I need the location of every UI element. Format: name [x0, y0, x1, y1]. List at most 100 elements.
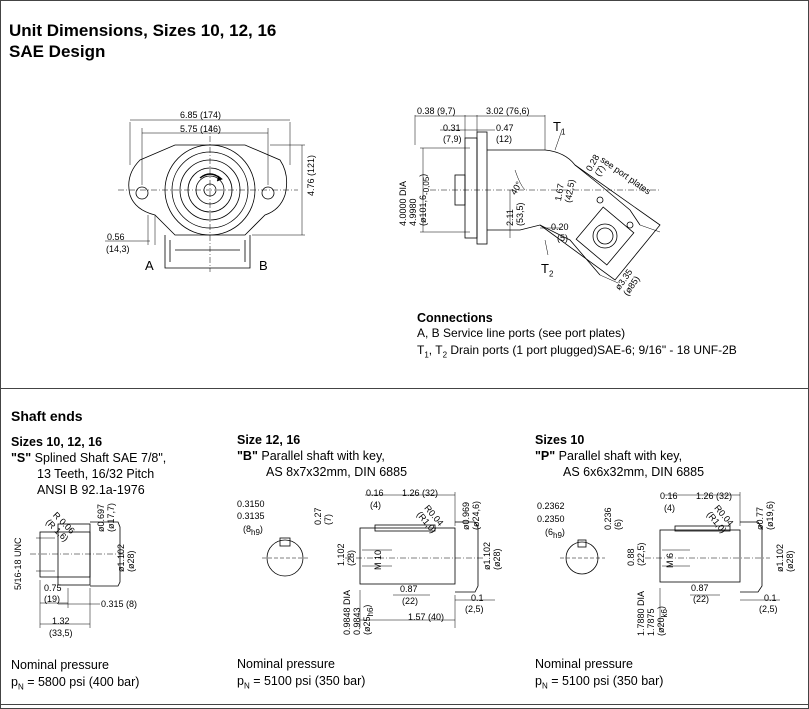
title-line-1: Unit Dimensions, Sizes 10, 12, 16 [9, 21, 277, 40]
dim-bolt-spacing: 5.75 (146) [180, 124, 222, 134]
shaft-b-l1-mm: (22) [402, 596, 419, 606]
shaft-b-thread: M 10 [373, 549, 383, 570]
t2-sub: 2 [548, 269, 554, 279]
shaft-b-d2-mm: (ø28) [492, 548, 502, 570]
shaft-b-k1: 0.3150 [237, 499, 265, 509]
shaft-s-d2-mm: (ø28) [126, 550, 136, 572]
shaft-p-k3-tol: h9 [553, 530, 562, 540]
shaft-s-desc1-text: Splined Shaft SAE 7/8", [31, 451, 167, 465]
shaft-s-d2: ø1.102 (ø28) [116, 544, 136, 572]
section-divider-top [0, 388, 809, 389]
shaft-b-k3-tol: h9 [251, 527, 260, 537]
front-view-drawing [105, 119, 305, 272]
shaft-b-k3-val: (8 [243, 524, 252, 534]
shaft-b-l3-in: 0.1 [471, 593, 484, 603]
shaft-p-kh-mm: (6) [613, 519, 623, 530]
shaft-p-d2: ø1.102 (ø28) [775, 544, 795, 572]
shaft-s-p: p [11, 675, 18, 689]
shaft-p-k2: 0.2350 [537, 514, 565, 524]
shaft-b-drawing [262, 492, 495, 628]
conn-t: T [417, 343, 425, 357]
connections-title: Connections [417, 311, 493, 325]
shaft-b-d1-in: ø0.969 [461, 501, 471, 530]
dim-side-g-mm: (5) [557, 233, 568, 243]
shaft-s-d1-mm: (ø17,7) [106, 502, 116, 532]
shaft-p-code: "P" [535, 449, 556, 463]
shaft-b-l3-mm: (2,5) [465, 604, 484, 614]
shaft-b-s2: 0.9843 [352, 607, 362, 635]
shaft-p-desc1: "P" Parallel shaft with key, [535, 448, 682, 464]
shaft-s-size: Sizes 10, 12, 16 [11, 435, 103, 449]
shaft-p-s1: 1.7880 [636, 608, 646, 636]
shaft-s-l3-in: 1.32 [52, 616, 70, 626]
conn-rest: Drain ports (1 port plugged)SAE-6; 9/16"… [447, 343, 737, 357]
t1-sub: 1 [560, 127, 566, 137]
shaft-p-size: Sizes 10 [535, 433, 585, 447]
shaft-p-h: 0.88 (22,5) [626, 542, 646, 566]
shaft-b-k3: (8h9) [243, 524, 263, 537]
dim-side-c-in: 0.31 [443, 123, 461, 133]
shaft-ends-title: Shaft ends [11, 408, 83, 424]
shaft-s-drawing [30, 521, 125, 628]
shaft-p-l1-in: 0.87 [691, 583, 709, 593]
shaft-p-h-mm: (22,5) [636, 542, 646, 566]
port-b-label: B [259, 258, 268, 273]
shaft-b-kh-mm: (7) [323, 514, 333, 525]
shaft-b-desc1-text: Parallel shaft with key, [257, 449, 385, 463]
shaft-p-s: 1.7880 DIA 1.7875 (ø20k6) [636, 590, 669, 636]
dim-side-f: 1.67 (42,5) [553, 177, 577, 204]
dim-side-e-mm: (53,5) [515, 202, 525, 226]
shaft-p-d2-in: ø1.102 [775, 543, 785, 572]
shaft-p-desc2: AS 6x6x32mm, DIN 6885 [563, 465, 705, 479]
shaft-p-l3-mm: (2,5) [759, 604, 778, 614]
shaft-p-p: p [535, 674, 542, 688]
shaft-b-l2: 1.57 (40) [408, 612, 445, 622]
shaft-p-desc1-text: Parallel shaft with key, [555, 449, 683, 463]
dim-side-g-in: 0.20 [551, 222, 569, 232]
shaft-s-p-value: = 5800 psi (400 bar) [23, 675, 140, 689]
shaft-s-pressure-label: Nominal pressure [11, 658, 109, 672]
conn-sep: , T [428, 343, 443, 357]
shaft-b-size: Size 12, 16 [237, 433, 301, 447]
shaft-s-desc1: "S" Splined Shaft SAE 7/8", [11, 450, 166, 466]
shaft-s-desc3: ANSI B 92.1a-1976 [37, 483, 145, 497]
shaft-p-k1: 0.2362 [537, 501, 565, 511]
shaft-b-k2: 0.3135 [237, 511, 265, 521]
port-t1-label: T1 [553, 119, 565, 141]
shaft-p-d1-in: ø0.77 [755, 506, 765, 530]
shaft-p-kh-in: 0.236 [603, 507, 613, 530]
shaft-b-s1: 0.9848 [342, 607, 352, 635]
shaft-p-d2-mm: (ø28) [785, 550, 795, 572]
dim-side-d-mm: (12) [496, 134, 513, 144]
shaft-s-code: "S" [11, 451, 32, 465]
shaft-b-d2-in: ø1.102 [482, 541, 492, 570]
shaft-b-kh: 0.27 (7) [313, 507, 333, 525]
shaft-p-pressure-label: Nominal pressure [535, 657, 633, 671]
shaft-s-d2-in: ø1.102 [116, 543, 126, 572]
shaft-s-l1-mm: (19) [44, 594, 61, 604]
shaft-s-l2: 0.315 (8) [101, 599, 138, 609]
shaft-b-pressure: pN = 5100 psi (350 bar) [237, 673, 365, 695]
shaft-p-drawing [560, 492, 780, 630]
shaft-p-s-tol: k6 [659, 609, 669, 618]
pilot-dia-mm: (ø101,6 [418, 194, 428, 226]
dim-side-b: 3.02 (76,6) [486, 106, 530, 116]
conn-sub1: 1 [424, 350, 429, 360]
dim-side-a: 0.38 (9,7) [417, 106, 456, 116]
side-view-drawing [414, 115, 661, 284]
dim-offset-in: 0.56 [107, 232, 125, 242]
dim-side-c-mm: (7,9) [443, 134, 462, 144]
shaft-s-d1: ø0.697 (ø17,7) [96, 503, 116, 532]
connections-line-2: T1, T2 Drain ports (1 port plugged)SAE-6… [417, 342, 737, 363]
shaft-p-a-in: 0.16 [660, 491, 678, 501]
shaft-s-p-sub: N [17, 682, 24, 692]
shaft-p-d1-mm: (ø19,6) [765, 500, 775, 530]
shaft-p-a-mm: (4) [664, 503, 675, 513]
shaft-b-h-mm: (28) [346, 549, 356, 566]
section-divider-bottom [0, 704, 809, 705]
dim-offset-mm: (14,3) [106, 244, 130, 254]
t1-letter: T [553, 119, 561, 134]
shaft-p-kh: 0.236 (6) [603, 507, 623, 530]
shaft-b-desc1: "B" Parallel shaft with key, [237, 448, 385, 464]
shaft-b-d2: ø1.102 (ø28) [482, 542, 502, 570]
